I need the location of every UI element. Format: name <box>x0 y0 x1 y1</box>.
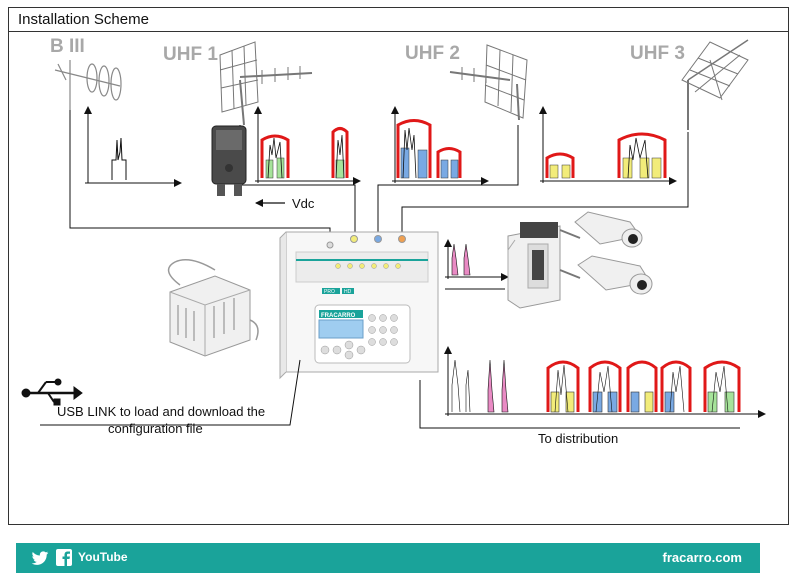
device-brand: FRACARRO <box>321 313 356 319</box>
usb-icon <box>21 378 83 406</box>
facebook-icon[interactable] <box>56 548 74 568</box>
label-uhf2: UHF 2 <box>405 43 460 64</box>
spectrum-axes-b3 <box>85 108 181 183</box>
footer-bar: YouTube fracarro.com <box>16 543 760 573</box>
output-spectrum <box>451 359 741 413</box>
camera-spectrum <box>451 243 471 276</box>
camera-modulator-image <box>507 222 561 309</box>
twitter-icon[interactable] <box>30 548 50 568</box>
camera-top-image <box>559 211 643 248</box>
antenna-b3-icon <box>54 60 122 110</box>
uhf1-spectrum <box>260 127 349 179</box>
device-model-tag2: HD <box>344 289 352 295</box>
usb-link-text-line2: configuration file <box>108 421 203 436</box>
device-model-tag: PRO <box>324 289 335 295</box>
antenna-uhf2-icon <box>449 44 528 121</box>
label-uhf3: UHF 3 <box>630 43 685 64</box>
title-bar: Installation Scheme <box>9 8 788 32</box>
power-supply-image <box>167 259 259 357</box>
youtube-icon[interactable]: YouTube <box>78 550 128 564</box>
label-b3: B III <box>50 36 85 57</box>
website-link[interactable]: fracarro.com <box>662 550 742 565</box>
page-title: Installation Scheme <box>18 11 149 28</box>
antenna-uhf3-icon <box>681 39 749 130</box>
distribution-label: To distribution <box>538 431 618 446</box>
label-uhf1: UHF 1 <box>163 44 218 65</box>
uhf2-spectrum <box>396 119 462 179</box>
usb-link-text-line1: USB LINK to load and download the <box>57 404 265 419</box>
camera-bottom-image <box>559 255 653 295</box>
antenna-uhf1-icon <box>219 41 313 126</box>
vdc-label: Vdc <box>292 196 315 211</box>
uhf3-spectrum <box>545 132 667 179</box>
b3-spectrum <box>111 137 127 180</box>
preamplifier-image <box>211 125 247 196</box>
headend-device: PRO HD FRACARRO <box>279 231 439 380</box>
usb-link-line <box>40 359 301 426</box>
